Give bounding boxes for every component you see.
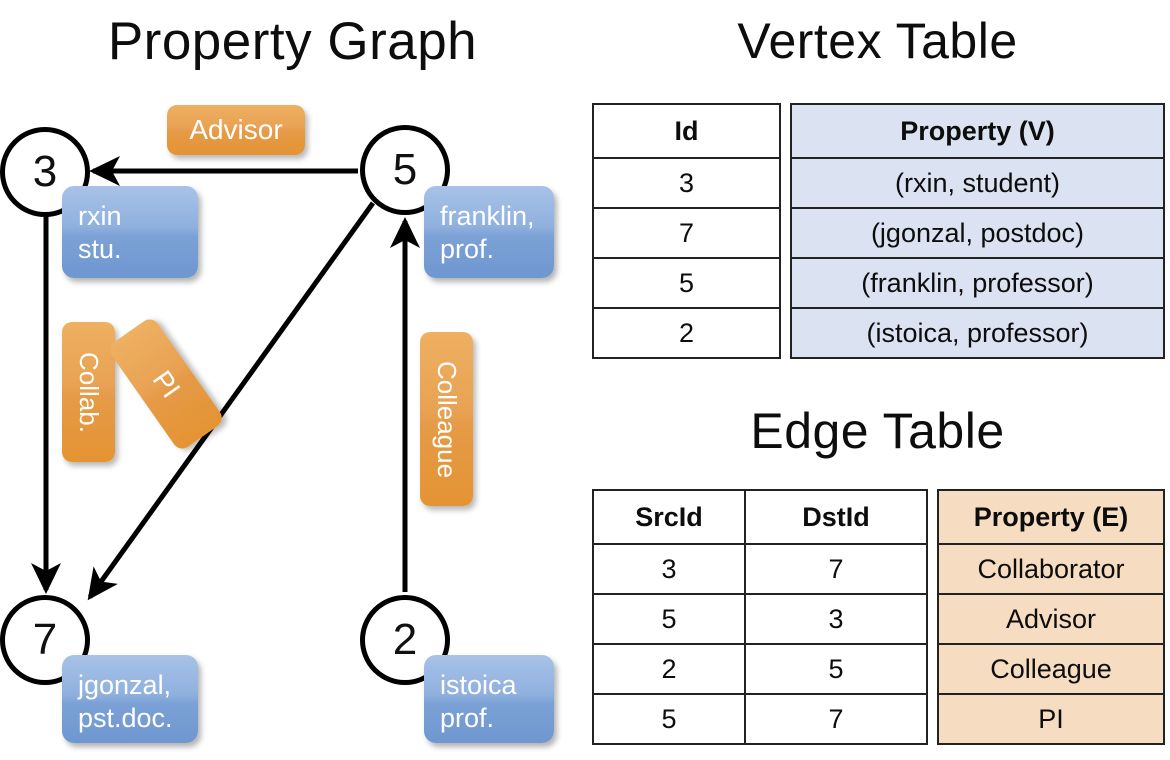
edge-label-text-pi: PI [146, 364, 187, 403]
vertex-row-2-property: (franklin, professor) [790, 257, 1165, 309]
edge-label-chip-collab: Collab. [62, 322, 115, 462]
vertex-row-1-property: (jgonzal, postdoc) [790, 207, 1165, 259]
edge-label-text-collab: Collab. [74, 351, 104, 433]
edge-label-chip-advisor: Advisor [167, 105, 305, 155]
vertex-label-7: 7 [32, 615, 58, 664]
column-separator [927, 644, 938, 694]
vertex-property-callout-3: rxin stu. [62, 186, 198, 278]
vertex-row-3-id: 2 [592, 307, 781, 359]
table-row: 5 3 Advisor [592, 593, 1165, 645]
vertex-property-callout-5: franklin, prof. [424, 186, 554, 278]
graph-vertex-2[interactable]: 2 [360, 595, 450, 685]
table-row: 5 (franklin, professor) [592, 257, 1165, 309]
vertex-table: Id Property (V) 3 (rxin, student) 7 (jgo… [592, 103, 1165, 359]
vertex-property-callout-2: istoica prof. [424, 655, 554, 743]
edge-row-0-src: 3 [592, 543, 746, 595]
vertex-label-3: 3 [32, 147, 58, 196]
page-title-property-graph: Property Graph [107, 12, 478, 71]
edge-table: SrcId DstId Property (E) 3 7 Collaborato… [592, 489, 1165, 745]
edge-row-2-property: Colleague [937, 643, 1165, 695]
edge-label-chip-pi: PI [106, 315, 226, 453]
vertex-row-0-id: 3 [592, 157, 781, 209]
table-row: 2 5 Colleague [592, 643, 1165, 695]
column-separator [780, 208, 791, 258]
edge-table-header-srcid: SrcId [592, 489, 746, 545]
edge-label-text-colleague: Colleague [432, 360, 462, 478]
edge-row-0-property: Collaborator [937, 543, 1165, 595]
column-separator [780, 104, 791, 158]
column-separator [780, 308, 791, 358]
table-header-row: Id Property (V) [592, 103, 1165, 159]
edge-table-header-property: Property (E) [937, 489, 1165, 545]
column-separator [927, 490, 938, 544]
page-title-vertex-table: Vertex Table [737, 13, 1018, 69]
edge-row-3-dst: 7 [744, 693, 928, 745]
table-header-row: SrcId DstId Property (E) [592, 489, 1165, 545]
column-separator [780, 258, 791, 308]
column-separator [927, 694, 938, 744]
page-title-edge-table: Edge Table [750, 403, 1005, 459]
edge-label-chip-colleague: Colleague [420, 332, 473, 506]
vertex-property-callout-7: jgonzal, pst.doc. [62, 655, 198, 743]
column-separator [927, 544, 938, 594]
edge-row-2-src: 2 [592, 643, 746, 695]
vertex-row-3-property: (istoica, professor) [790, 307, 1165, 359]
edge-table-header-dstid: DstId [744, 489, 928, 545]
edge-row-1-property: Advisor [937, 593, 1165, 645]
graph-vertex-5[interactable]: 5 [360, 125, 450, 215]
vertex-row-0-property: (rxin, student) [790, 157, 1165, 209]
vertex-table-header-id: Id [592, 103, 781, 159]
edge-row-2-dst: 5 [744, 643, 928, 695]
column-separator [927, 594, 938, 644]
column-separator [780, 158, 791, 208]
edge-row-3-property: PI [937, 693, 1165, 745]
table-row: 3 (rxin, student) [592, 157, 1165, 209]
property-graph-diagram: 3 5 7 2 rxin stu. franklin, prof. jgonza… [0, 105, 554, 743]
table-row: 3 7 Collaborator [592, 543, 1165, 595]
vertex-table-header-property: Property (V) [790, 103, 1165, 159]
edge-row-3-src: 5 [592, 693, 746, 745]
edge-row-1-src: 5 [592, 593, 746, 645]
table-row: 5 7 PI [592, 693, 1165, 745]
edge-row-0-dst: 7 [744, 543, 928, 595]
table-row: 2 (istoica, professor) [592, 307, 1165, 359]
edge-label-text-advisor: Advisor [189, 114, 283, 145]
vertex-row-1-id: 7 [592, 207, 781, 259]
vertex-label-5: 5 [392, 145, 418, 194]
vertex-row-2-id: 5 [592, 257, 781, 309]
table-row: 7 (jgonzal, postdoc) [592, 207, 1165, 259]
edge-row-1-dst: 3 [744, 593, 928, 645]
vertex-label-2: 2 [392, 615, 418, 664]
